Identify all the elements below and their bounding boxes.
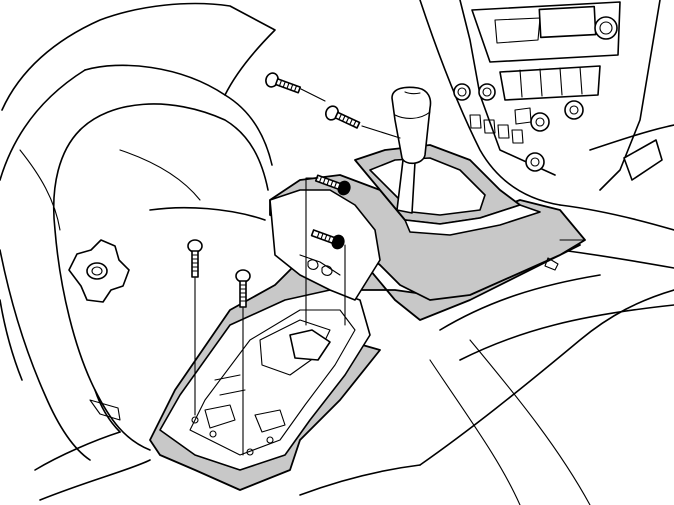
screw-top-left-icon <box>265 72 302 94</box>
screw-rear-left-icon <box>187 239 203 278</box>
screw-console-middle-icon <box>310 229 345 250</box>
seat-outline <box>0 2 276 471</box>
seat-adjust-knob-icon <box>68 239 130 303</box>
screw-leader-lines <box>194 88 401 456</box>
dashboard-center-stack <box>419 0 674 231</box>
screw-rear-right-icon <box>235 269 251 308</box>
screw-top-right-icon <box>325 105 361 129</box>
floor-lines <box>39 249 674 505</box>
center-console <box>149 144 586 491</box>
gear-selector-lever <box>391 86 432 214</box>
